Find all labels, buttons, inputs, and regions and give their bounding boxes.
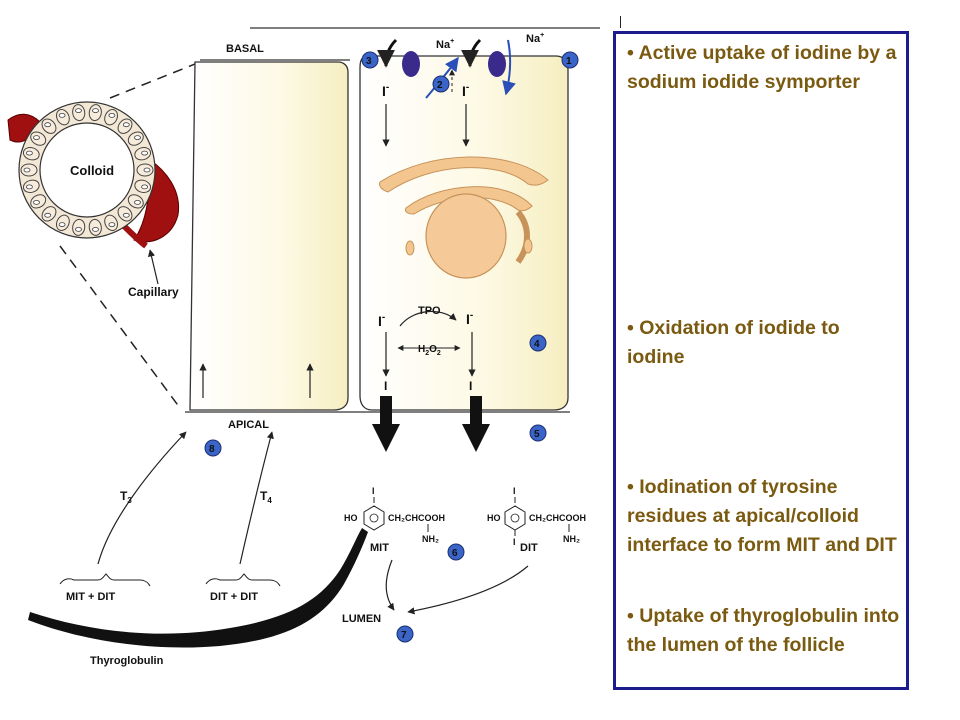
follicle-cells (20, 104, 154, 236)
follicle-cell-nucleus (122, 122, 130, 128)
follicle-cell-nucleus (141, 184, 149, 190)
capillary-label: Capillary (128, 285, 179, 299)
step-markers: 1 2 3 4 5 6 7 8 (204, 51, 579, 643)
dit-label: DIT (520, 542, 538, 554)
dit-dit-label: DIT + DIT (210, 591, 258, 603)
colloid-label: Colloid (70, 163, 114, 178)
colloid-area (39, 122, 135, 218)
follicle-cell-nucleus (25, 150, 33, 156)
bullet-oxidation: • Oxidation of iodide to iodine (627, 317, 840, 368)
symporter-left (402, 51, 420, 77)
step-marker-6: 6 (447, 543, 465, 561)
svg-text:NH₂: NH₂ (563, 534, 580, 544)
follicle-cell-nucleus (58, 113, 66, 118)
t3-arrow (97, 431, 187, 565)
iodide-label-1: I- (382, 82, 389, 99)
dit-structure: I I HO CH₂CHCOOH NH₂ DIT (487, 486, 586, 554)
t4-arrow (239, 431, 274, 565)
svg-text:3: 3 (366, 56, 372, 67)
iodine-arrow-right (462, 396, 490, 452)
follicle-cell-nucleus (44, 212, 52, 218)
edge-mark (620, 16, 621, 28)
step-marker-1: 1 (561, 51, 579, 69)
iodide-label-4: I- (466, 310, 473, 327)
svg-text:CH₂CHCOOH: CH₂CHCOOH (529, 513, 586, 523)
lumen-label: LUMEN (342, 613, 381, 625)
follicle-cell-nucleus (122, 212, 130, 218)
mit-dit-label: MIT + DIT (66, 591, 115, 603)
follicle-cell-nucleus (108, 222, 116, 228)
svg-text:I: I (372, 486, 375, 496)
svg-text:1: 1 (566, 56, 572, 67)
follicle-cell-nucleus (44, 122, 52, 128)
nucleus (425, 193, 507, 279)
svg-text:HO: HO (344, 513, 358, 523)
svg-text:CH₂CHCOOH: CH₂CHCOOH (388, 513, 445, 523)
thyroglobulin-label: Thyroglobulin (90, 655, 164, 667)
svg-text:NH₂: NH₂ (422, 534, 439, 544)
zoom-line-top (109, 61, 201, 99)
epithelial-cells (185, 27, 600, 413)
bullet-iodination: • Iodination of tyrosine residues at api… (627, 476, 897, 556)
svg-text:8: 8 (209, 444, 215, 455)
follicle-cell-nucleus (143, 167, 151, 173)
step-marker-5: 5 (529, 424, 547, 442)
h2o2-label: H2O2 (418, 344, 441, 357)
svg-text:I: I (513, 537, 516, 547)
basal-label: BASAL (226, 43, 264, 55)
left-cell (189, 61, 349, 411)
step-marker-2: 2 (432, 75, 450, 93)
svg-text:4: 4 (534, 339, 540, 350)
svg-text:2: 2 (437, 80, 443, 91)
iodine-label-1: I (384, 379, 387, 393)
follicle-cell-nucleus (23, 167, 31, 173)
capillary-arrow (147, 249, 159, 285)
follicle-cell-nucleus (134, 135, 141, 141)
na-influx-arrow-right (502, 39, 516, 96)
follicle-cell-nucleus (33, 199, 40, 205)
follicle-cell-nucleus (92, 108, 99, 113)
svg-text:HO: HO (487, 513, 501, 523)
bullet-thyroglobulin-uptake: • Uptake of thyroglobulin into the lumen… (627, 605, 900, 656)
follicle-illustration: Colloid Capillary (7, 101, 180, 299)
zoom-line-bottom (59, 245, 181, 409)
explanation-panel: • Active uptake of iodine by a sodium io… (613, 31, 909, 690)
iodide-label-3: I- (378, 312, 385, 329)
step-marker-3: 3 (361, 51, 379, 69)
bullet-active-uptake: • Active uptake of iodine by a sodium io… (627, 42, 897, 93)
follicle-cell-nucleus (108, 113, 116, 118)
svg-text:5: 5 (534, 429, 540, 440)
svg-text:I: I (513, 486, 516, 496)
iodine-arrow-left (372, 396, 400, 452)
iodine-label-2: I (469, 379, 472, 393)
t3-label: T3 (120, 489, 132, 505)
step-marker-8: 8 (204, 439, 222, 457)
follicle-cell-nucleus (33, 135, 40, 141)
follicle-cell-nucleus (58, 222, 66, 228)
golgi-and-nucleus (379, 156, 549, 279)
t4-label: T4 (260, 489, 272, 505)
follicle-cell-nucleus (141, 150, 149, 156)
step-marker-7: 7 (396, 625, 414, 643)
follicle-cell-nucleus (25, 184, 33, 190)
apical-label: APICAL (228, 419, 269, 431)
symporter-right (488, 51, 506, 77)
svg-text:7: 7 (401, 630, 407, 641)
follicle-cell-nucleus (75, 226, 82, 232)
na-label-1: Na+ (436, 38, 454, 51)
follicle-cell-nucleus (92, 226, 99, 232)
iodide-label-2: I- (462, 82, 469, 99)
na-label-2: Na+ (526, 32, 544, 45)
follicle-cell-nucleus (75, 108, 82, 113)
step-marker-4: 4 (529, 334, 547, 352)
svg-text:6: 6 (452, 548, 458, 559)
thyroglobulin-strand (28, 528, 368, 648)
mit-label: MIT (370, 542, 389, 554)
follicle-cell-nucleus (134, 199, 141, 205)
mit-structure: I HO CH₂CHCOOH NH₂ MIT (344, 486, 445, 554)
thyroid-hormone-synthesis-diagram: Colloid Capillary BASAL APICAL (7, 27, 600, 667)
